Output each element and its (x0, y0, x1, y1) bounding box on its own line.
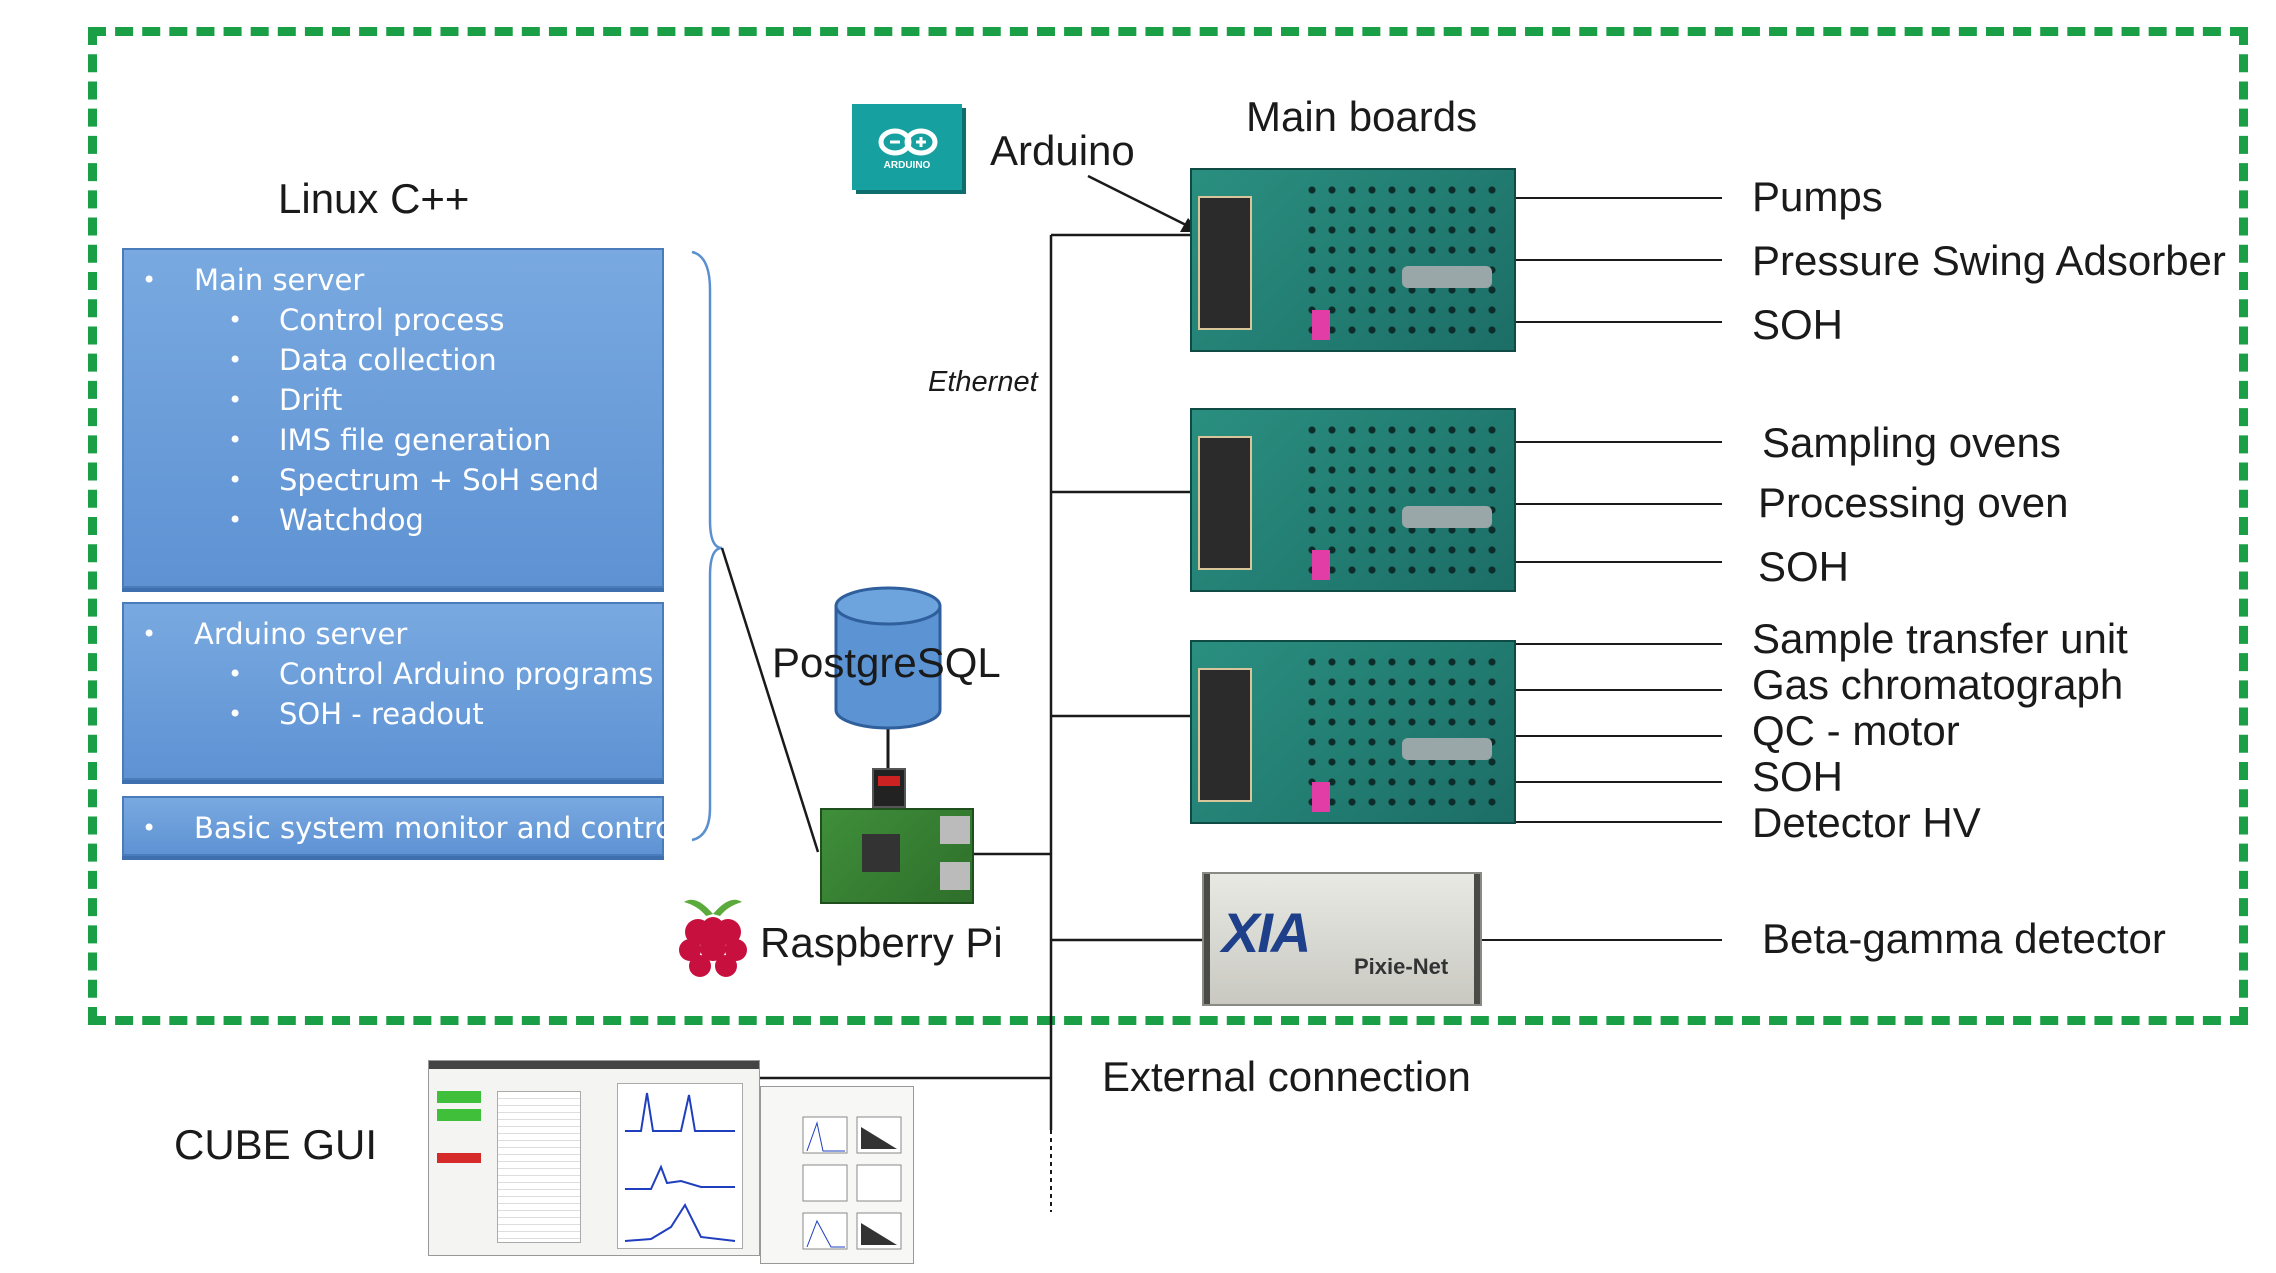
board2-output: Processing oven (1758, 479, 2069, 526)
board2-output: Sampling ovens (1762, 419, 2061, 466)
raspberry-icon (679, 899, 747, 977)
main-boards-label: Main boards (1246, 93, 1478, 140)
arduino-logo: ARDUINO (852, 104, 962, 190)
xia-logo: XIA (1222, 901, 1311, 964)
sd-card-icon (872, 768, 906, 808)
board3-output: Sample transfer unit (1752, 615, 2128, 662)
board2-output: SOH (1758, 543, 1850, 590)
board3-output: SOH (1752, 753, 1844, 800)
main-board-2 (1190, 408, 1516, 592)
board3-output: Gas chromatograph (1752, 661, 2124, 708)
main-server-item: Control process (124, 300, 662, 340)
pixie-net-label: Pixie-Net (1354, 954, 1449, 979)
basic-monitor-label: Basic system monitor and control (124, 808, 681, 848)
cube-gui-screenshot[interactable] (428, 1060, 760, 1256)
arduino-label: Arduino (990, 127, 1135, 174)
board1-output: Pumps (1752, 173, 1883, 220)
main-board-3 (1190, 640, 1516, 824)
pixie-net-device: XIA Pixie-Net (1202, 872, 1482, 1006)
main-server-item: Drift (124, 380, 662, 420)
ethernet-label: Ethernet (928, 366, 1038, 398)
raspberry-pi-board (820, 808, 974, 904)
board3-output: Detector HV (1752, 799, 1981, 846)
linux-cpp-title: Linux C++ (278, 175, 470, 222)
main-server-box: Main server Control process Data collect… (122, 248, 664, 588)
main-server-item: Data collection (124, 340, 662, 380)
database-icon (834, 586, 942, 730)
arduino-logo-text: ARDUINO (883, 160, 931, 171)
main-server-item: IMS file generation (124, 420, 662, 460)
cube-gui-label: CUBE GUI (174, 1121, 378, 1168)
arduino-server-item: SOH - readout (124, 694, 662, 734)
histogram-plots (802, 1116, 902, 1250)
arduino-server-heading: Arduino server (124, 614, 662, 654)
external-connection-label: External connection (1102, 1053, 1471, 1100)
infinity-icon (878, 128, 938, 156)
main-board-1 (1190, 168, 1516, 352)
board1-output: Pressure Swing Adsorber (1752, 237, 2226, 284)
main-server-heading: Main server (124, 260, 662, 300)
board1-output: SOH (1752, 301, 1844, 348)
main-server-item: Watchdog (124, 500, 662, 540)
brace (691, 250, 723, 842)
system-boundary (88, 27, 2248, 1025)
spectrum-plots (624, 1092, 736, 1242)
cube-gui-plots-window[interactable] (760, 1086, 914, 1264)
raspberry-label: Raspberry Pi (760, 919, 1003, 966)
basic-monitor-box: Basic system monitor and control (122, 796, 681, 856)
arduino-server-box: Arduino server Control Arduino programs … (122, 602, 664, 780)
brace-to-pi-line (720, 547, 820, 853)
arduino-server-item: Control Arduino programs (124, 654, 662, 694)
board3-output: QC - motor (1752, 707, 1960, 754)
postgres-label: PostgreSQL (772, 639, 1001, 686)
main-server-item: Spectrum + SoH send (124, 460, 662, 500)
detector-label: Beta-gamma detector (1762, 915, 2166, 962)
